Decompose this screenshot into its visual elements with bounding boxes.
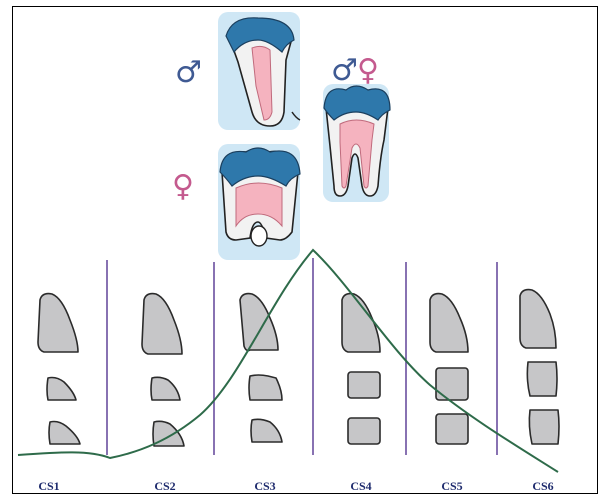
vertebra-icon xyxy=(142,294,182,354)
male-symbol-icon: ♂ xyxy=(331,53,358,88)
vertebra-icon xyxy=(348,372,380,398)
vertebra-icon xyxy=(47,378,76,401)
vertebra-icon xyxy=(49,422,80,445)
vertebra-icon xyxy=(529,410,559,444)
vertebra-icon xyxy=(240,294,278,351)
growth-curve xyxy=(18,250,558,472)
tooth-molar-incomplete-icon xyxy=(218,144,300,260)
tooth-canine-icon xyxy=(218,12,300,130)
female-symbol-icon: ♀ xyxy=(172,169,194,204)
male-symbol-icon: ♂ xyxy=(175,55,202,90)
vertebra-icon xyxy=(348,418,380,444)
vertebra-icon xyxy=(251,419,282,442)
vertebra-icon xyxy=(436,368,468,400)
vertebrae-cs4 xyxy=(342,294,380,444)
stage-label-cs3: CS3 xyxy=(254,479,275,493)
vertebra-icon xyxy=(38,294,78,352)
vertebra-icon xyxy=(520,290,556,348)
stage-label-cs2: CS2 xyxy=(154,479,175,493)
vertebra-icon xyxy=(151,377,180,400)
stage-label-cs5: CS5 xyxy=(441,479,462,493)
vertebrae-cs1 xyxy=(38,294,80,444)
stage-label-cs4: CS4 xyxy=(350,479,371,493)
vertebra-icon xyxy=(436,414,468,444)
vertebrae-cs3 xyxy=(240,294,282,442)
vertebra-icon xyxy=(249,375,282,400)
female-symbol-icon: ♀ xyxy=(357,53,379,88)
stage-label-cs1: CS1 xyxy=(38,479,59,493)
vertebrae-cs6 xyxy=(520,290,559,444)
vertebrae-cs2 xyxy=(142,294,184,446)
vertebra-icon xyxy=(527,362,557,396)
vertebra-icon xyxy=(430,294,468,352)
tooth-molar-complete-icon xyxy=(323,84,390,202)
vertebrae-cs5 xyxy=(430,294,468,444)
stage-label-cs6: CS6 xyxy=(532,479,553,493)
